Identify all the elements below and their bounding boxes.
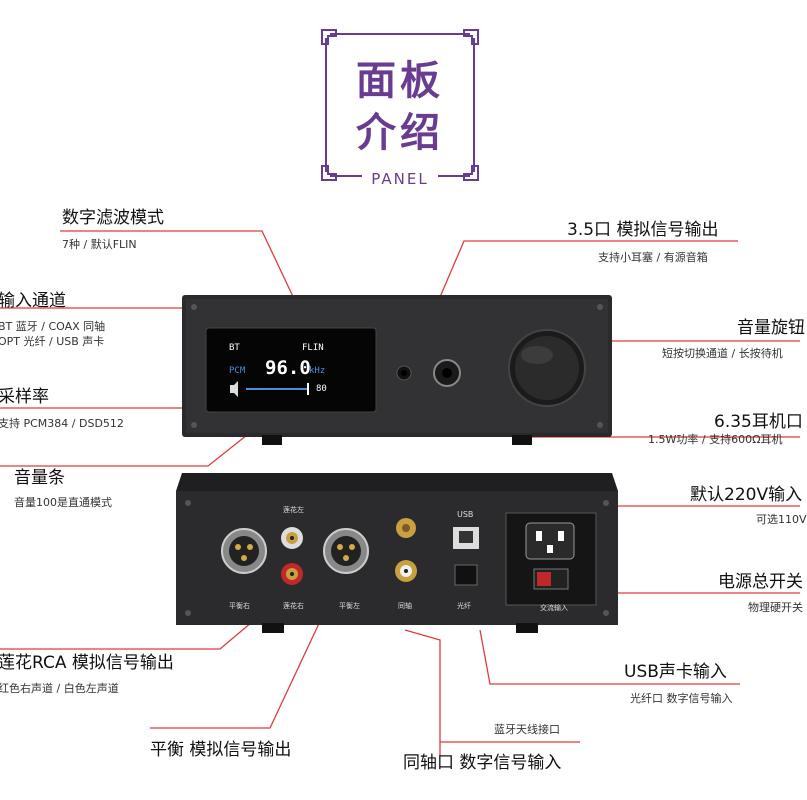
callout-rate-sub: 支持 PCM384 / DSD512 [0, 417, 124, 430]
back-label-rca-right: 莲花右 [283, 602, 304, 610]
back-label-balance-right: 平衡右 [229, 602, 250, 610]
callout-knob-sub: 短按切换通道 / 长按待机 [662, 347, 783, 360]
callout-switch-title: 电源总开关 [718, 572, 803, 592]
screen-rate: 96.0 [265, 357, 311, 379]
callout-jack35-sub: 支持小耳塞 / 有源音箱 [598, 251, 708, 264]
callout-volbar-title: 音量条 [14, 468, 65, 488]
screen-bt: BT [229, 343, 240, 353]
panel-subtitle: PANEL [371, 170, 429, 188]
device-front-panel [182, 295, 612, 445]
callout-antenna-sub: 蓝牙天线接口 [494, 723, 560, 736]
device-back-panel [176, 473, 618, 633]
callout-switch-sub: 物理硬开关 [748, 601, 803, 614]
title-line-2: 介绍 [356, 110, 444, 156]
callout-input-sub1: BT 蓝牙 / COAX 同轴 [0, 320, 106, 333]
callout-jack35-title: 3.5口 模拟信号输出 [567, 220, 719, 240]
callout-ac-title: 默认220V输入 [690, 485, 803, 505]
callout-usb-title: USB声卡输入 [624, 662, 727, 682]
callout-rca-title: 莲花RCA 模拟信号输出 [0, 653, 174, 673]
callout-jack635-title: 6.35耳机口 [714, 412, 803, 432]
callout-input-title: 输入通道 [0, 291, 66, 311]
decorative-frame [321, 29, 479, 181]
callout-balanced-title: 平衡 模拟信号输出 [150, 740, 292, 760]
callout-volbar-sub: 音量100是直通模式 [14, 496, 112, 509]
back-label-rca-left: 莲花左 [283, 506, 304, 514]
back-label-optical: 光纤 [457, 602, 471, 610]
callout-filter-sub: 7种 / 默认FLIN [62, 238, 137, 251]
screen-unit: kHz [309, 366, 326, 376]
back-label-ac-input: 交流输入 [540, 604, 568, 612]
title-line-1: 面板 [356, 58, 444, 104]
screen-volume: 80 [316, 384, 327, 394]
screen-filter: FLIN [302, 343, 324, 353]
callout-rate-title: 采样率 [0, 387, 49, 407]
callout-jack635-sub: 1.5W功率 / 支持600Ω耳机 [648, 433, 783, 446]
callout-filter-title: 数字滤波模式 [62, 208, 164, 228]
callout-input-sub2: OPT 光纤 / USB 声卡 [0, 335, 105, 348]
callout-ac-sub: 可选110V [756, 513, 807, 526]
back-label-usb: USB [457, 510, 474, 519]
callout-knob-title: 音量旋钮 [737, 318, 805, 338]
callout-rca-sub: 红色右声道 / 白色左声道 [0, 682, 119, 695]
panel-title-block: 面板 介绍 PANEL [321, 29, 479, 188]
callout-coax-title: 同轴口 数字信号输入 [403, 753, 562, 773]
callout-usb-sub: 光纤口 数字信号输入 [630, 692, 733, 705]
back-label-balance-left: 平衡左 [339, 602, 360, 610]
back-label-coax: 同轴 [398, 602, 412, 610]
screen-pcm: PCM [229, 366, 246, 376]
